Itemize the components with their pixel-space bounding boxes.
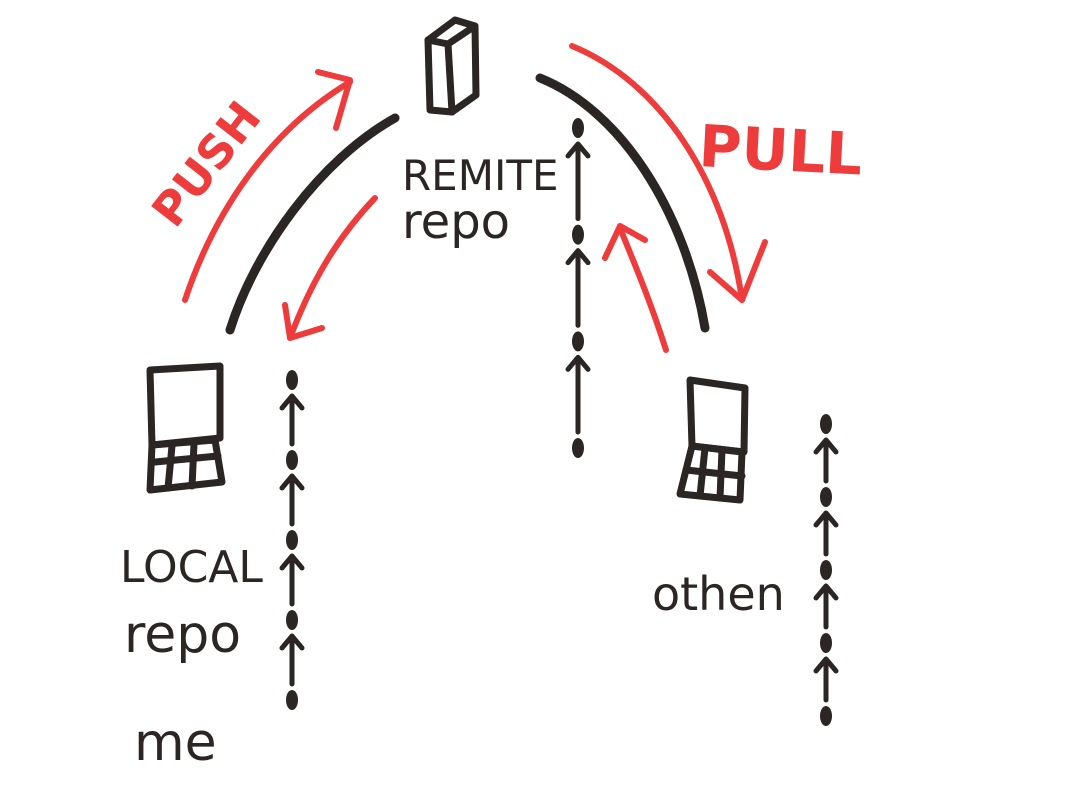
commit-dot [286,610,298,630]
commit-dot [820,487,832,507]
fetch-to-local-arrow [282,195,378,341]
commit-parent-arrow [565,141,591,222]
push-label: PUSH [141,91,271,237]
commit-dot [820,414,832,434]
commit-dot [286,450,298,470]
commit-dot [286,530,298,550]
commit-parent-arrow [279,473,305,527]
push-arrow [182,69,353,303]
commit-dot [820,633,832,653]
commit-parent-arrow [279,553,305,607]
pull-label: PULL [697,112,864,188]
other-computer-icon [676,376,749,504]
commit-dot [286,690,298,710]
commit-parent-arrow [813,510,839,557]
commit-parent-arrow [279,393,305,447]
local-commit-chain [279,370,305,710]
commit-parent-arrow [813,656,839,703]
remote-to-other-connector [535,73,710,333]
other-commit-chain [813,414,839,726]
server-icon [424,16,480,116]
commit-dot [820,706,832,726]
commit-dot [572,438,584,458]
other-repo-label: othen [652,567,785,621]
remote-to-local-connector [225,113,400,335]
remote-commit-chain [565,118,591,458]
remote-repo-title: REMITE [402,151,559,200]
commit-parent-arrow [813,437,839,484]
commit-dot [820,560,832,580]
push-from-other-arrow [602,223,669,353]
pull-arrow [569,43,768,303]
local-repo-subtitle: repo [124,605,241,665]
local-repo-title: LOCAL [120,542,263,593]
commit-dot [572,118,584,138]
commit-parent-arrow [813,583,839,630]
commit-parent-arrow [565,354,591,435]
local-computer-icon [146,362,226,494]
commit-parent-arrow [565,248,591,328]
remote-repo-subtitle: repo [402,194,510,250]
commit-dot [286,370,298,390]
commit-dot [572,331,584,352]
commit-dot [572,224,584,245]
commit-parent-arrow [279,633,305,687]
local-repo-owner: me [134,713,217,773]
